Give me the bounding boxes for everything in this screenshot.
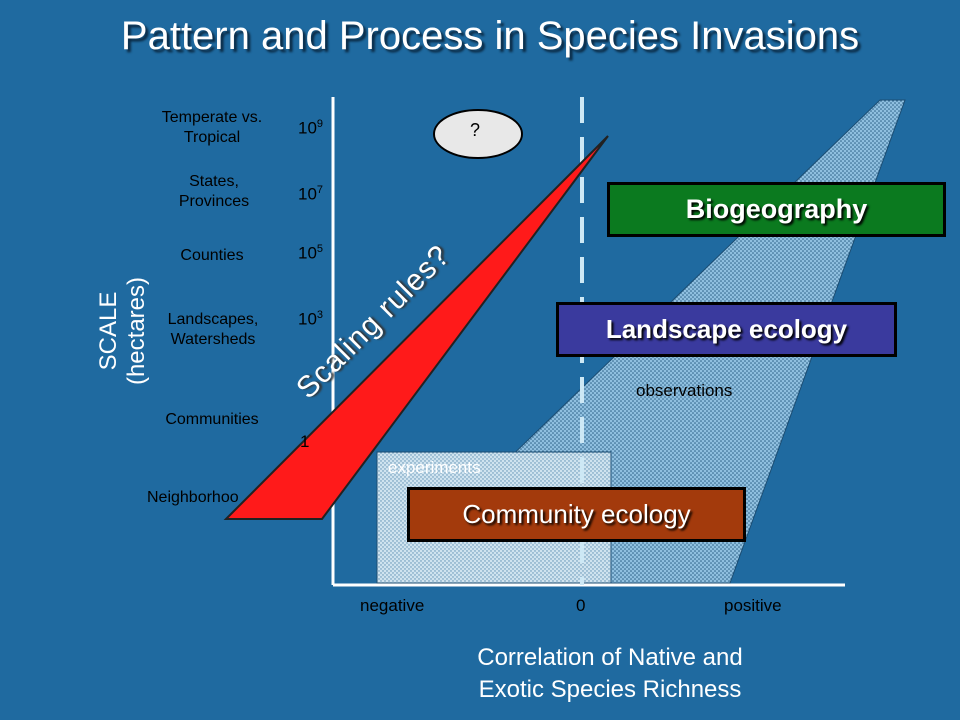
community-ecology-label: Community ecology: [462, 499, 691, 529]
scaling-arrow: [223, 135, 609, 520]
exponent-label-5: 105: [298, 243, 323, 264]
biogeography-label: Biogeography: [685, 194, 868, 224]
x-axis-title: Correlation of Native and Exotic Species…: [440, 642, 780, 706]
row-label-temperate: Temperate vs. Tropical: [137, 108, 287, 148]
row-label-line: Temperate vs.: [161, 109, 263, 126]
question-mark: ?: [470, 120, 481, 140]
row-label-states: States, Provinces: [139, 172, 289, 212]
community-ecology-box: Community ecology: [407, 487, 746, 542]
question-bubble: [433, 109, 523, 159]
landscape-ecology-label: Landscape ecology: [605, 314, 848, 344]
exponent-label-9: 109: [298, 118, 323, 139]
observations-label: observations: [636, 381, 733, 400]
row-label-counties: Counties: [137, 246, 287, 266]
exponent-label-1: 1: [300, 432, 309, 452]
row-label-line: States,: [189, 173, 239, 190]
experiments-label: experiments: [388, 458, 481, 477]
exponent-label-3: 103: [298, 309, 323, 330]
x-tick-zero: 0: [576, 596, 586, 615]
row-label-neighborhoods: Neighborhoo: [130, 488, 297, 508]
row-label-line: Counties: [180, 247, 244, 264]
x-axis-title-line2: Exotic Species Richness: [478, 676, 742, 703]
x-tick-negative: negative: [360, 596, 425, 615]
x-tick-positive: positive: [724, 596, 782, 615]
exponent-label-7: 107: [298, 184, 323, 205]
row-label-communities: Communities: [137, 410, 287, 430]
exponent-power: 9: [316, 118, 324, 130]
exponent-base: 10: [298, 243, 317, 263]
row-label-line: Landscapes,: [167, 311, 259, 328]
row-label-line: Tropical: [183, 129, 241, 146]
exponent-base: 10: [298, 118, 317, 138]
exponent-power: 3: [316, 309, 324, 321]
row-label-line: Provinces: [178, 193, 250, 210]
biogeography-box: Biogeography: [607, 182, 946, 237]
exponent-base: 1: [300, 432, 310, 451]
landscape-ecology-box: Landscape ecology: [556, 302, 897, 357]
x-axis-title-line1: Correlation of Native and: [477, 644, 743, 671]
exponent-power: 5: [316, 243, 324, 255]
slide-title: Pattern and Process in Species Invasions: [120, 14, 860, 58]
row-label-landscapes: Landscapes, Watersheds: [138, 310, 288, 350]
row-label-line: Watersheds: [170, 331, 256, 348]
row-label-line: Communities: [165, 411, 259, 428]
y-axis-title-line1: SCALE: [95, 291, 122, 371]
exponent-base: 10: [298, 184, 317, 204]
row-label-line: Neighborhoo: [147, 489, 239, 506]
exponent-base: 10: [298, 309, 317, 329]
exponent-power: 7: [316, 184, 324, 196]
